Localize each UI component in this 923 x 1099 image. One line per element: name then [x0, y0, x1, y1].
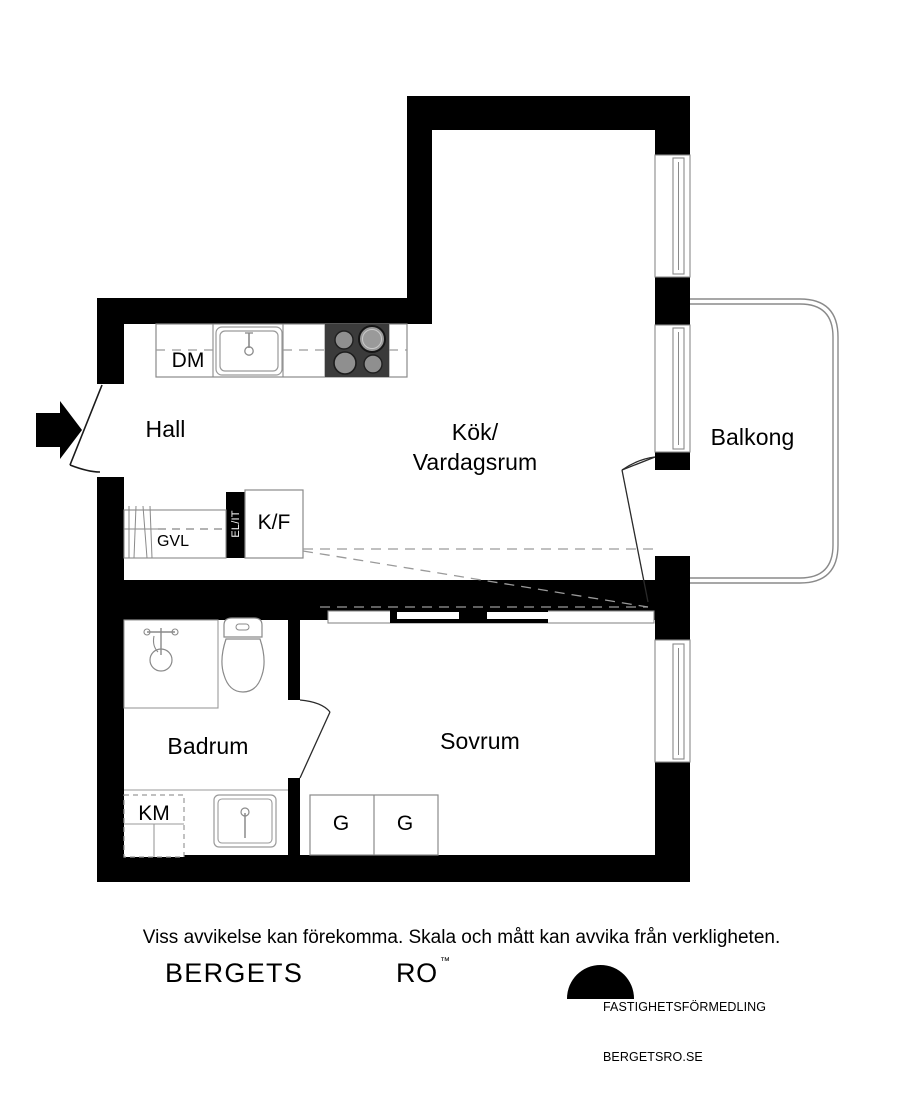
window-bedroom-right — [654, 639, 691, 763]
balcony-door-swing — [621, 456, 656, 603]
disclaimer-text: Viss avvikelse kan förekomma. Skala och … — [142, 927, 781, 948]
wall-structure — [97, 96, 690, 882]
room-label-kok: Kök/ — [451, 419, 499, 445]
bathroom-door — [299, 699, 331, 779]
trademark-symbol: ™ — [440, 956, 450, 967]
balcony-door-right — [654, 324, 691, 453]
fixture-label-dm: DM — [171, 349, 205, 372]
brand-row: BERGETS RO ™ FASTIGHETSFÖRMEDLING BERGET… — [0, 956, 923, 1064]
room-label-badrum: Badrum — [167, 733, 249, 759]
balcony-railing — [690, 298, 839, 584]
fixture-label-gvl: GVL — [156, 533, 189, 550]
sliding-door — [327, 609, 655, 624]
brand-bergets: BERGETS — [165, 958, 304, 988]
floor-plan: Hall Kök/ Vardagsrum Balkong Badrum Sovr… — [0, 96, 923, 1064]
opening-guide-lines — [302, 548, 655, 608]
floor-plan-drawing — [36, 96, 839, 882]
fixture-label-elit: EL/IT — [230, 510, 242, 538]
room-label-hall: Hall — [145, 416, 186, 442]
logo-text-block: FASTIGHETSFÖRMEDLING BERGETSRO.SE — [603, 965, 766, 1099]
stove-hob-icon — [325, 324, 389, 377]
kitchen-sink-icon — [215, 326, 283, 376]
washing-machine-icon — [123, 794, 185, 858]
fridge-freezer-icon — [244, 489, 304, 559]
bedroom-closets — [309, 794, 439, 856]
fixture-label-g-1: G — [332, 812, 350, 835]
room-label-balkong: Balkong — [710, 424, 795, 450]
entry-arrow-icon — [36, 401, 82, 459]
brand-ro: RO — [396, 958, 438, 988]
logo-line-1: FASTIGHETSFÖRMEDLING — [603, 999, 767, 1014]
fixture-label-km: KM — [138, 802, 170, 825]
room-label-sovrum: Sovrum — [440, 728, 520, 754]
logo-line-2: BERGETSRO.SE — [603, 1049, 703, 1064]
toilet-icon — [221, 617, 265, 693]
fixture-label-g-2: G — [396, 812, 414, 835]
window-upper-right — [654, 154, 691, 278]
bathroom-sink-icon — [213, 794, 277, 848]
fixture-label-kf: K/F — [257, 511, 291, 534]
shower-area — [123, 619, 219, 709]
room-label-vardagsrum: Vardagsrum — [412, 449, 538, 475]
entrance-door — [69, 384, 103, 473]
wardrobe-gvl-icon — [123, 505, 227, 559]
